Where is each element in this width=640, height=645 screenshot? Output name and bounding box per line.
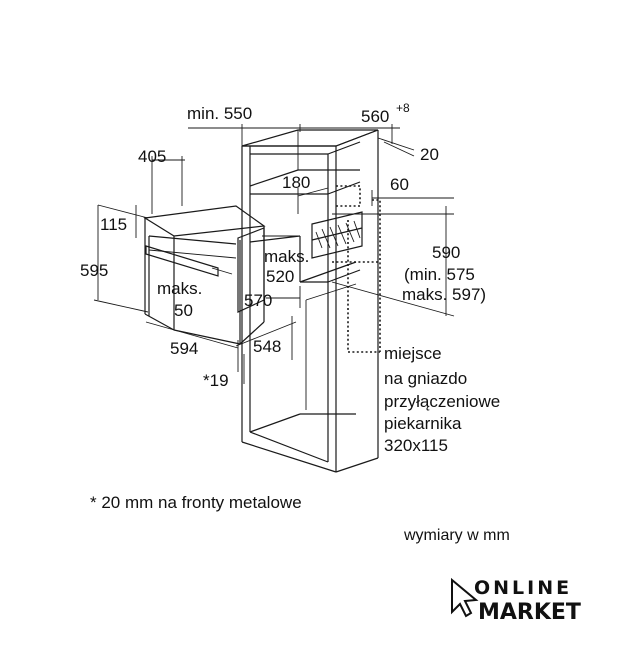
dim-548: 548 <box>253 337 281 356</box>
dim-595: 595 <box>80 261 108 280</box>
dim-min-550: min. 550 <box>187 104 252 123</box>
dim-180: 180 <box>282 173 310 192</box>
dim-560: 560 <box>361 107 389 126</box>
oven-drawing <box>143 205 266 345</box>
dim-60: 60 <box>390 175 409 194</box>
units-note: wymiary w mm <box>403 527 510 544</box>
dim-405: 405 <box>138 147 166 166</box>
logo-line-online: ONLINE <box>474 577 572 599</box>
logo-line-market: MARKET <box>478 600 581 625</box>
dim-115: 115 <box>100 215 127 234</box>
dim-maks-520-label: maks. <box>264 247 309 266</box>
dim-maks-50-value: 50 <box>174 301 193 320</box>
dimension-lines <box>93 124 455 384</box>
dim-20: 20 <box>420 145 439 164</box>
dim-570: 570 <box>244 291 272 310</box>
dim-590: 590 <box>432 243 460 262</box>
socket-note: miejsce na gniazdo przyłączeniowe piekar… <box>384 344 500 455</box>
dim-560-superscript: +8 <box>396 101 410 115</box>
dimension-labels: min. 550 560 +8 20 405 180 60 115 595 ma… <box>80 101 486 390</box>
footnote: * 20 mm na fronty metalowe <box>90 493 302 512</box>
socket-note-line: piekarnika <box>384 414 462 433</box>
dim-maks-520-value: 520 <box>266 267 294 286</box>
dim-590-max: maks. 597) <box>402 285 486 304</box>
socket-note-line: 320x115 <box>384 436 448 455</box>
dim-594: 594 <box>170 339 198 358</box>
dim-maks-50-label: maks. <box>157 279 202 298</box>
cursor-arrow-icon <box>451 577 479 618</box>
socket-note-line: przyłączeniowe <box>384 392 500 411</box>
online-market-logo: ONLINE MARKET <box>451 577 581 625</box>
socket-area-markers <box>332 185 381 353</box>
socket-note-line: na gniazdo <box>384 369 467 388</box>
dim-19: *19 <box>203 371 229 390</box>
socket-note-line: miejsce <box>384 344 442 363</box>
dim-590-min: (min. 575 <box>404 265 475 284</box>
